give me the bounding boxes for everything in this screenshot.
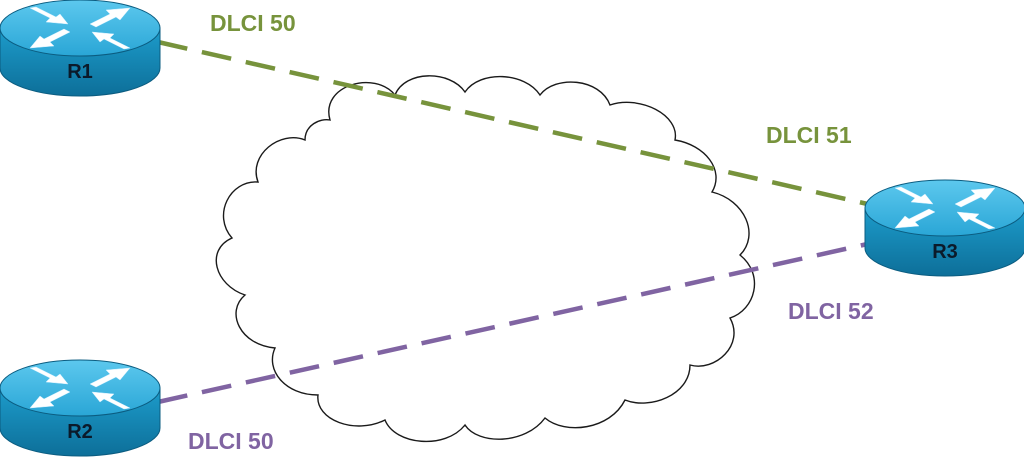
router-r1[interactable]: R1 xyxy=(0,0,161,97)
link-r2-r3 xyxy=(157,240,873,405)
dlci-label-r3-to-r1: DLCI 51 xyxy=(766,122,852,148)
link-r1-r3 xyxy=(157,39,873,208)
router-label: R3 xyxy=(932,241,958,263)
router-label: R2 xyxy=(67,421,93,443)
dlci-label-r1: DLCI 50 xyxy=(210,10,296,36)
router-label: R1 xyxy=(67,61,93,83)
dlci-label-r2: DLCI 50 xyxy=(188,428,274,454)
cloud-icon xyxy=(215,75,756,443)
dlci-label-r3-to-r2: DLCI 52 xyxy=(788,298,874,324)
router-r3[interactable]: R3 xyxy=(864,179,1024,277)
router-r2[interactable]: R2 xyxy=(0,359,161,457)
